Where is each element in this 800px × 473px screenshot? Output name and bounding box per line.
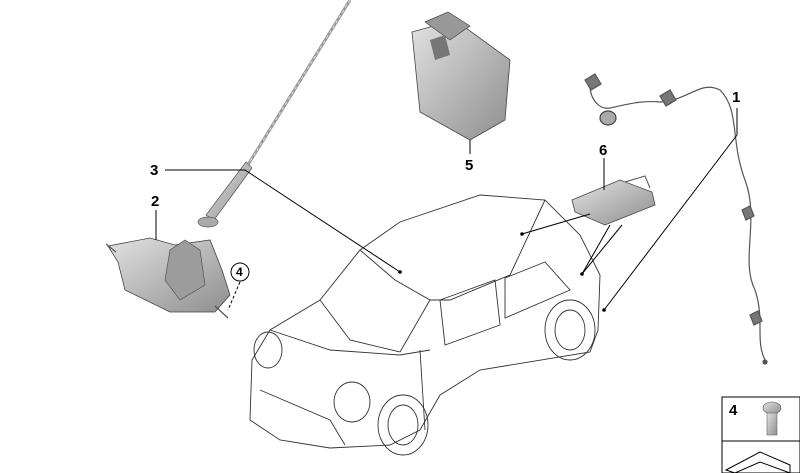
screw-shank-icon — [766, 412, 778, 436]
leader-dots — [398, 232, 606, 312]
module-6 — [571, 175, 656, 226]
leader-lines — [155, 108, 738, 311]
callout-2: 2 — [151, 193, 160, 210]
cable-harness — [584, 73, 768, 365]
antenna-mast — [197, 0, 352, 228]
car-outline — [249, 194, 601, 456]
callout-5: 5 — [465, 157, 474, 174]
part-symbol-icon — [724, 451, 791, 473]
legend-box — [721, 396, 800, 473]
callout-4: 4 — [236, 265, 243, 279]
control-unit-5 — [411, 11, 511, 141]
callout-1: 1 — [732, 89, 741, 106]
screw-head-icon — [762, 401, 782, 415]
callout-6: 6 — [599, 142, 608, 159]
legend-part-4-label: 4 — [729, 402, 738, 419]
callout-3: 3 — [150, 162, 159, 179]
callout-4-circle — [230, 262, 250, 282]
antenna-base — [105, 237, 231, 319]
